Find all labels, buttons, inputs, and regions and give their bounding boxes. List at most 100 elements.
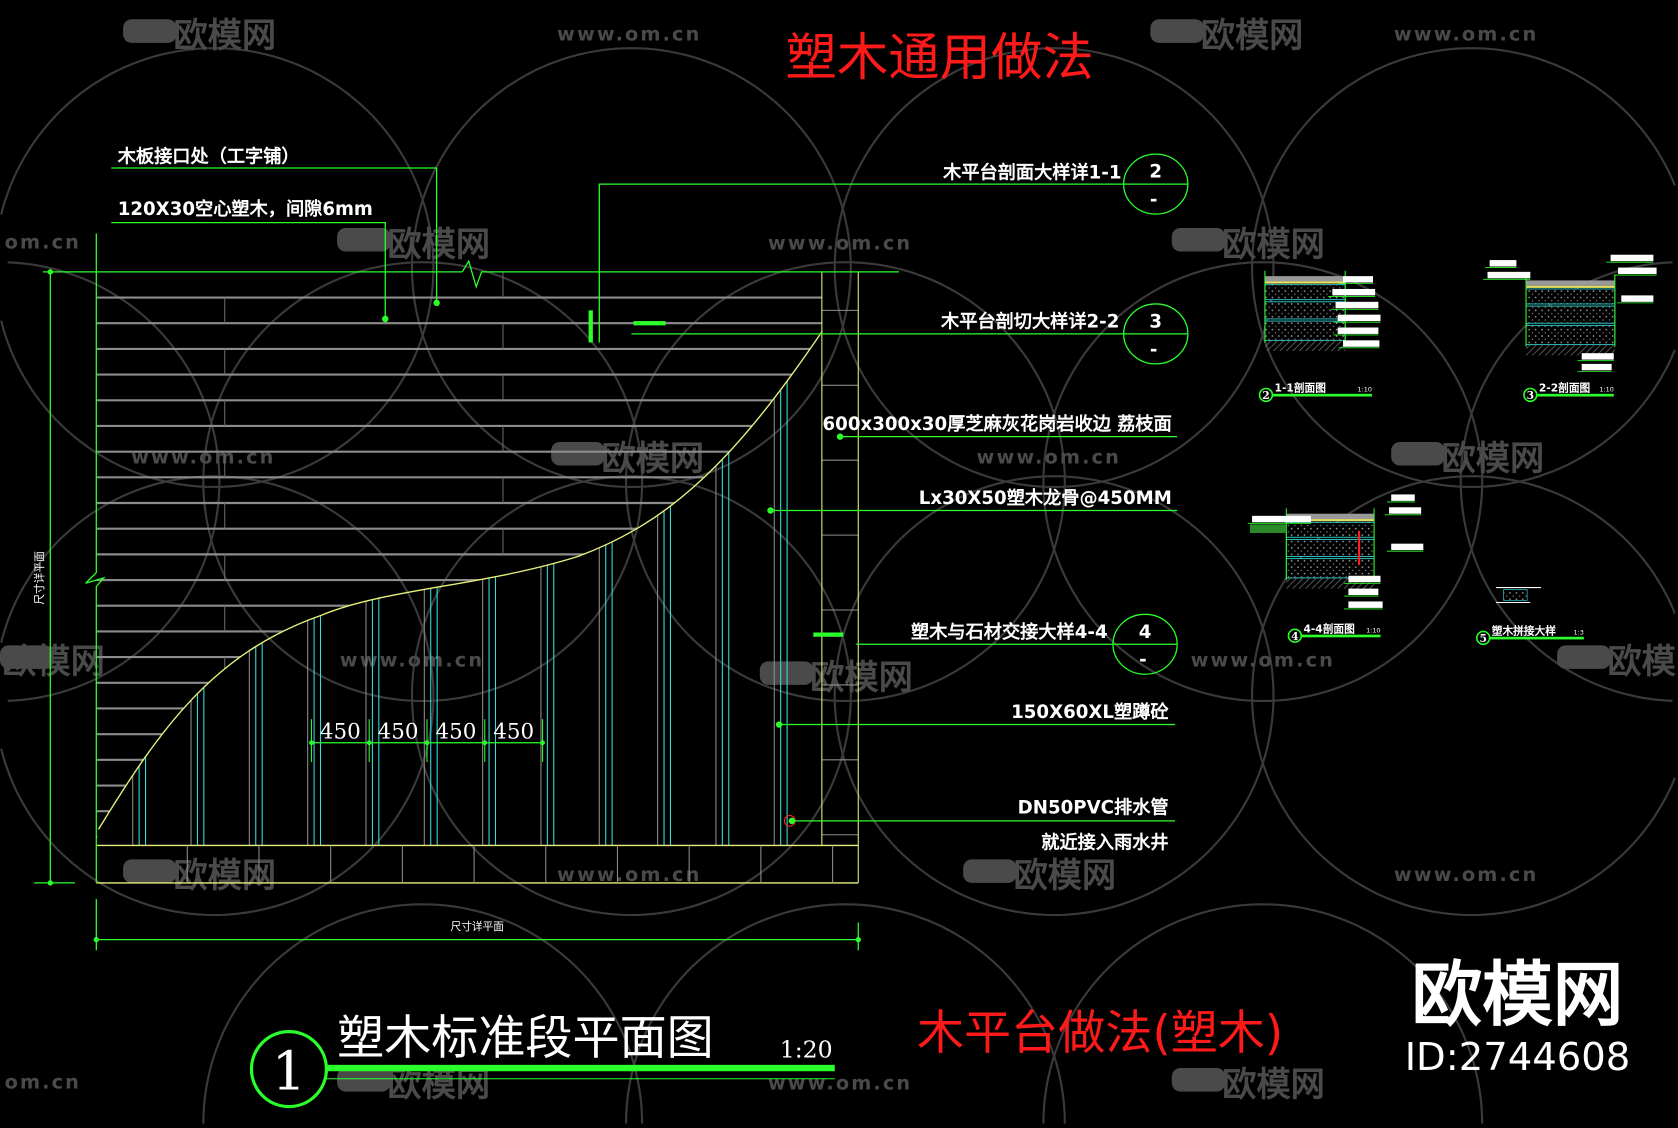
- deck-plan: 尺寸详平面 尺寸详平面 450 450 450 450: [33, 233, 899, 951]
- watermark-sofa-icon: [1171, 1068, 1226, 1092]
- detail-number: 3: [1527, 389, 1534, 402]
- ref-bubble-4[interactable]: [1112, 613, 1178, 675]
- plan-scale: 1:20: [780, 1035, 833, 1063]
- watermark-url: www.om.cn: [557, 23, 701, 46]
- section-layer: [1285, 521, 1375, 538]
- ref-bubble-2-top: 2: [1149, 162, 1162, 183]
- watermark-sofa-icon: [337, 1068, 391, 1092]
- grass-hatch: [1249, 524, 1287, 533]
- watermark-sofa-icon: [1171, 227, 1226, 252]
- watermark-sofa-icon: [1150, 19, 1204, 43]
- section-layer: [1525, 324, 1616, 346]
- brand-logo: 欧模网: [1412, 953, 1624, 1036]
- detail-title: 1-1剖面图: [1275, 382, 1327, 395]
- detail-scale: 1:10: [1358, 386, 1372, 394]
- leader-label: [1581, 353, 1614, 360]
- spacing-dim-1: 450: [320, 719, 361, 744]
- leader-label: [1389, 507, 1422, 514]
- watermark-logo: 欧模网: [1201, 16, 1304, 56]
- watermarks: 欧模网欧模网欧模网欧模网欧模网欧模网欧模网欧模网欧模网欧模网欧模网欧模网欧模网w…: [0, 16, 1678, 1105]
- watermark-url: www.om.cn: [1394, 23, 1538, 46]
- watermark-logo: 欧模网: [1607, 642, 1678, 682]
- ref-bubble-3[interactable]: [1123, 303, 1189, 365]
- deck-board: [1526, 285, 1615, 288]
- watermark-arc: [624, 903, 1066, 1124]
- callout-drain-note: 就近接入雨水井: [1041, 832, 1168, 854]
- leader-label: [1391, 494, 1415, 501]
- ref-bubble-4-bottom: -: [1139, 650, 1147, 671]
- detail-title-underline: [1301, 634, 1381, 638]
- section-detail-drawing: [1247, 494, 1424, 610]
- leader-label: [1348, 601, 1383, 608]
- spacing-dim-4: 450: [493, 719, 534, 744]
- leader-label: [1487, 271, 1531, 279]
- ref-bubble-4-top: 4: [1139, 622, 1152, 643]
- callout-section-2-2: 木平台剖切大样详2-2: [940, 310, 1119, 332]
- leader-label: [1621, 295, 1654, 302]
- plan-title: 塑木标准段平面图: [337, 1011, 714, 1066]
- soil-hatch: [1526, 344, 1615, 356]
- watermark-url: www.om.cn: [1394, 863, 1538, 886]
- deck-surface: [1286, 513, 1375, 520]
- section-layer: [1264, 301, 1346, 320]
- watermark-logo: 欧模网: [173, 16, 276, 56]
- leader-label: [1610, 254, 1654, 262]
- watermark-logo: 欧模网: [1013, 856, 1116, 896]
- ref-bubble-3-top: 3: [1149, 311, 1162, 332]
- watermark-url: www.om.cn: [131, 445, 275, 468]
- detail-title-underline: [1489, 636, 1584, 640]
- leader-label: [1489, 260, 1517, 267]
- section-layer: [1525, 305, 1616, 324]
- leader-label: [1348, 575, 1381, 583]
- watermark-sofa-icon: [1557, 645, 1611, 669]
- spacing-dim-3: 450: [435, 719, 476, 744]
- plan-title-block: 1 塑木标准段平面图 1:20: [249, 1011, 835, 1109]
- watermark-url: www.om.cn: [557, 863, 701, 886]
- sheet-subtitle: 木平台做法(塑木): [917, 1006, 1283, 1061]
- watermark-arc: [202, 903, 644, 1124]
- watermark-logo: 欧模网: [810, 658, 913, 698]
- sheet-title: 塑木通用做法: [786, 28, 1094, 88]
- detail-title-3: 3 2-2剖面图 1:10: [1523, 382, 1614, 402]
- watermark-logo: 欧模网: [1442, 439, 1545, 479]
- detail-scale: 1:10: [1599, 386, 1613, 394]
- brand-id: ID:2744608: [1405, 1035, 1631, 1080]
- watermark-arc: [410, 475, 852, 917]
- section-detail-drawing: [1483, 254, 1657, 372]
- planks: [96, 271, 822, 838]
- detail-scale: 1:10: [1366, 626, 1380, 634]
- detail-number: 4: [1291, 630, 1298, 643]
- detail-title: 2-2剖面图: [1539, 382, 1591, 395]
- detail-title-underline: [1272, 393, 1372, 397]
- watermark-arc: [202, 261, 644, 703]
- watermark-arc: [833, 47, 1275, 489]
- section-layer: [1285, 538, 1375, 557]
- watermark-sofa-icon: [337, 227, 391, 252]
- dim-arrow: [366, 740, 372, 746]
- watermark-logo: 欧模网: [601, 439, 704, 479]
- leader-label: [1343, 340, 1380, 347]
- watermark-sofa-icon: [123, 859, 177, 883]
- deck-surface: [1264, 276, 1346, 282]
- ref-bubble-2[interactable]: [1123, 153, 1189, 215]
- watermark-arc: [7, 261, 221, 702]
- detail-scale: 1:3: [1574, 629, 1584, 637]
- plan-dim-label-horizontal: 尺寸详平面: [451, 920, 505, 933]
- watermark-sofa-icon: [551, 442, 605, 466]
- joint-detail: [1503, 589, 1528, 601]
- detail-title-underline: [1536, 393, 1614, 397]
- leader-label: [1252, 515, 1311, 523]
- leader-label: [1581, 363, 1612, 371]
- dim-arrow: [540, 740, 545, 746]
- detail-title: 4-4剖面图: [1303, 622, 1355, 635]
- watermark-arc: [0, 475, 435, 917]
- watermark-arc: [1042, 903, 1484, 1124]
- callout-granite-edge: 600x300x30厚芝麻灰花岗岩收边 荔枝面: [823, 413, 1172, 435]
- leader-label: [1335, 301, 1379, 309]
- callout-section-4-4: 塑木与石材交接大样4-4: [911, 621, 1108, 643]
- detail-number: 5: [1480, 632, 1487, 645]
